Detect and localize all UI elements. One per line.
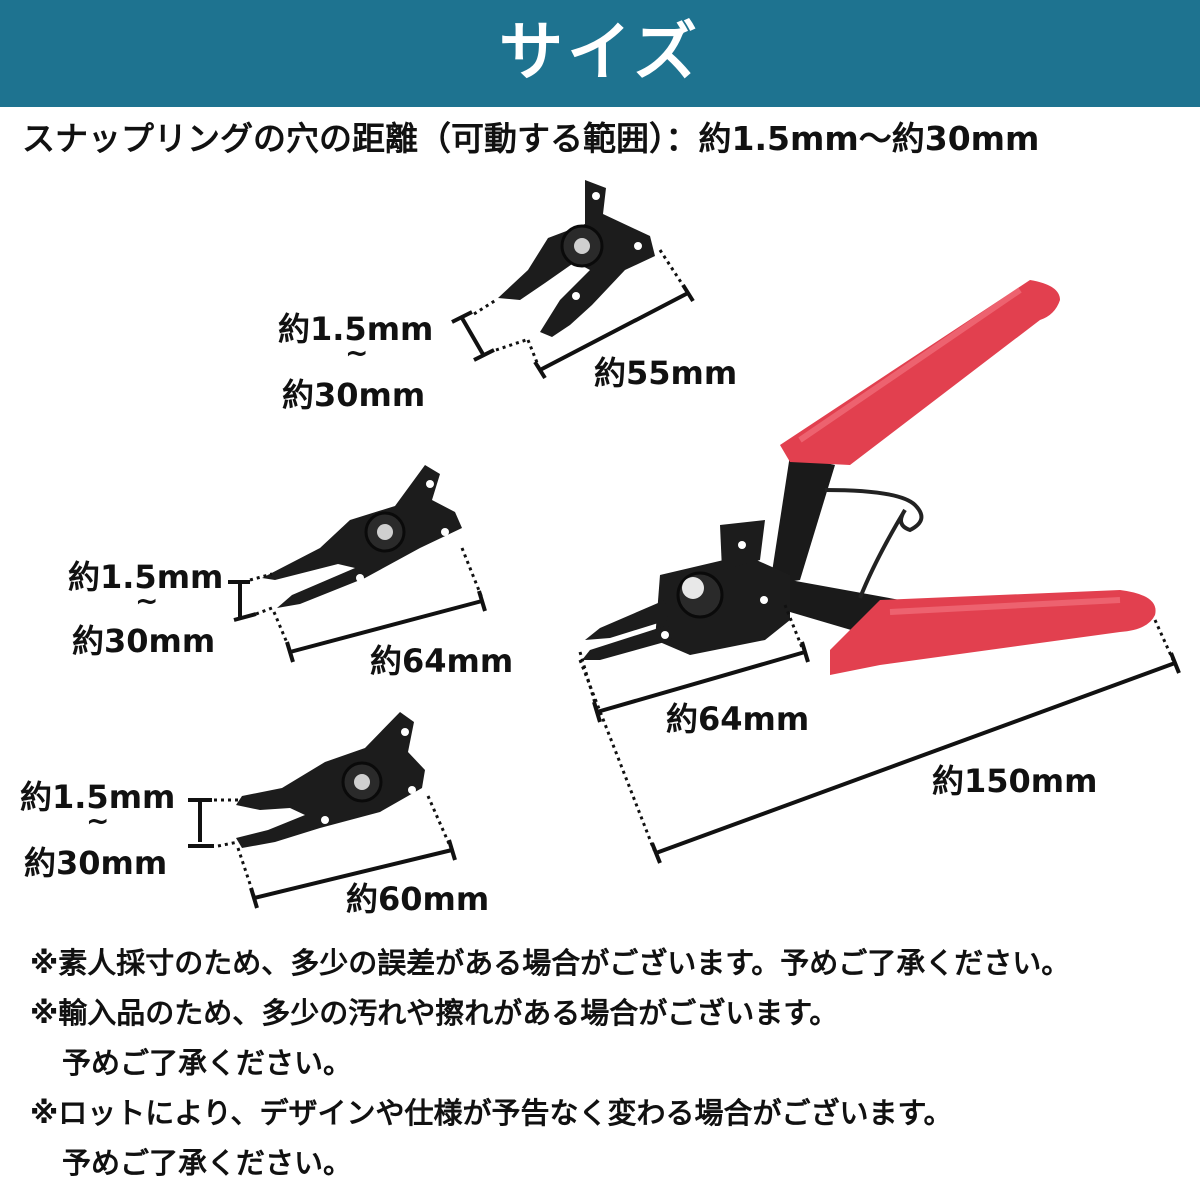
tip-2-dimension-lines <box>228 547 487 663</box>
pliers-dimension-lines <box>578 604 1181 864</box>
tip-2-range-tilde: ~ <box>135 584 159 617</box>
tip-1-image <box>498 180 655 337</box>
note-3-continued: 予めご了承ください。 <box>62 1146 353 1180</box>
pliers-total-length: 約150mm <box>932 762 1098 800</box>
tip-3-range-tilde: ~ <box>86 804 110 837</box>
note-3: ※ロットにより、デザインや仕様が予告なく変わる場合がございます。 <box>30 1096 953 1130</box>
spec-line: スナップリングの穴の距離（可動する範囲）：約1.5mm〜約30mm <box>22 119 1040 158</box>
tip-2-length: 約64mm <box>370 642 514 680</box>
tip-2-image <box>262 465 462 608</box>
note-2: ※輸入品のため、多少の汚れや擦れがある場合がございます。 <box>30 996 839 1030</box>
tip-1-range-tilde: ~ <box>345 336 369 369</box>
tip-3-dimension-lines <box>188 795 457 909</box>
tip-1-range-max: 約30mm <box>282 376 426 414</box>
tip-1-dimension-lines <box>451 249 695 380</box>
pliers-tip-length: 約64mm <box>666 700 810 738</box>
note-2-continued: 予めご了承ください。 <box>62 1046 353 1080</box>
page-title: サイズ <box>498 16 702 90</box>
tip-1-range-min: 約1.5mm <box>278 310 434 348</box>
tip-3-range-min: 約1.5mm <box>20 778 176 816</box>
tip-1-length: 約55mm <box>594 354 738 392</box>
pliers-image <box>582 280 1156 675</box>
tip-2-range-min: 約1.5mm <box>68 558 224 596</box>
header-bar <box>0 0 1200 107</box>
note-1: ※素人採寸のため、多少の誤差がある場合がございます。予めご了承ください。 <box>30 946 1071 980</box>
tip-3-length: 約60mm <box>346 880 490 918</box>
tip-2-range-max: 約30mm <box>72 622 216 660</box>
tip-3-image <box>236 712 425 848</box>
tip-3-range-max: 約30mm <box>24 844 168 882</box>
